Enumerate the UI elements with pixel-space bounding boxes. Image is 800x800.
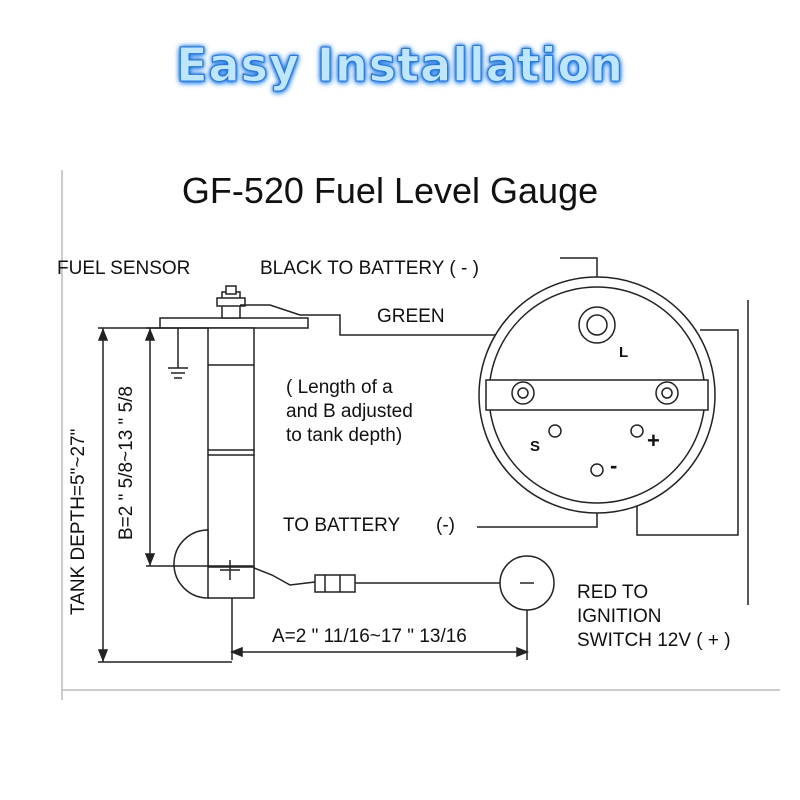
adjust-note-line-1: ( Length of a	[286, 377, 393, 398]
tank-depth-label: TANK DEPTH=5"~27"	[68, 428, 89, 615]
to-battery-sign: (-)	[436, 515, 455, 536]
banner-title: Easy Installation	[176, 38, 624, 93]
terminal-minus-label: -	[610, 453, 618, 478]
black-to-battery-label: BLACK TO BATTERY ( - )	[260, 258, 479, 279]
gauge-back	[478, 276, 716, 514]
dimension-a-label: A=2 " 11/16~17 " 13/16	[272, 626, 467, 647]
terminal-s-label: S	[530, 438, 541, 455]
adjust-note-line-2: and B adjusted	[286, 401, 413, 422]
red-label-line-1: RED TO	[577, 582, 649, 603]
sensor-head	[159, 285, 309, 329]
terminal-plus-label: +	[647, 428, 660, 453]
green-label: GREEN	[377, 306, 445, 327]
dimension-a-line	[229, 598, 530, 660]
diagram-title: GF-520 Fuel Level Gauge	[181, 170, 599, 211]
ground-symbol	[168, 325, 188, 379]
adjust-note-line-3: to tank depth)	[286, 425, 403, 446]
fuel-sensor-label: FUEL SENSOR	[57, 258, 191, 279]
red-label-line-2: IGNITION	[577, 606, 662, 627]
red-label-line-3: SWITCH 12V ( + )	[577, 630, 731, 651]
dimension-b-label: B=2 " 5/8~13 " 5/8	[116, 386, 137, 540]
to-battery-label: TO BATTERY	[283, 515, 401, 536]
dimension-tank-line	[97, 327, 232, 663]
sensor-tube	[207, 327, 255, 568]
terminal-l-label: L	[619, 344, 629, 361]
float-arm	[253, 567, 505, 593]
